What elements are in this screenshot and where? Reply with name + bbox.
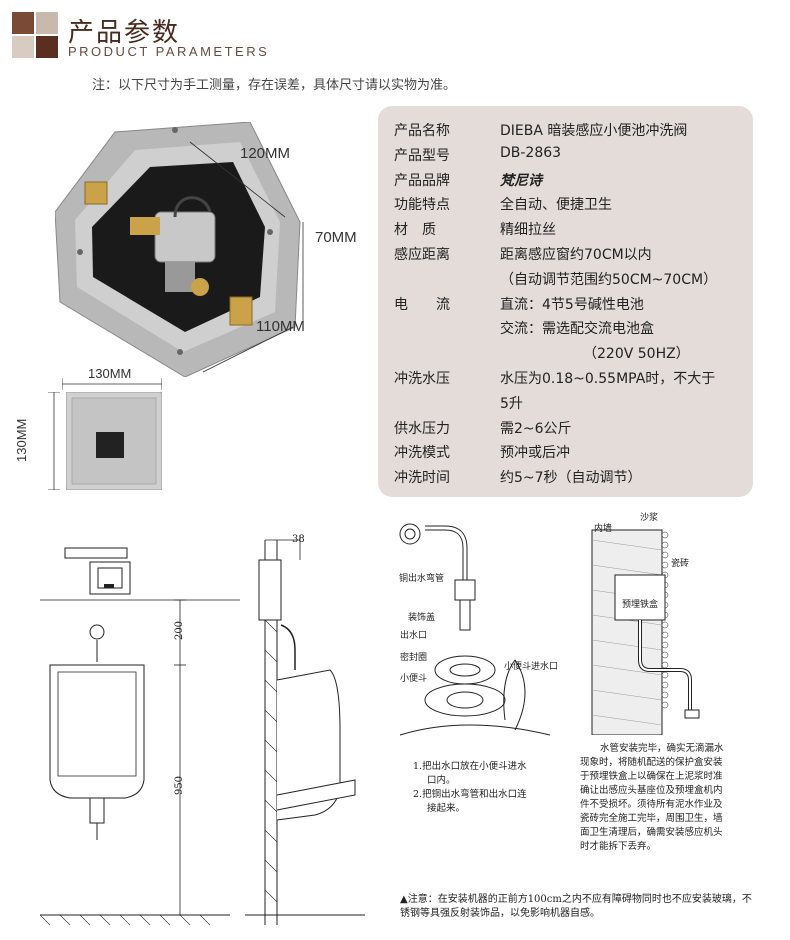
- para-line: 件不受损坏。须待所有泥水作业及: [580, 799, 723, 810]
- spec-label: 材 质: [394, 222, 436, 239]
- spec-value: 梵尼诗: [500, 172, 542, 189]
- spec-value: 直流：4节5号碱性电池: [500, 296, 644, 313]
- spec-value: 精细拉丝: [500, 222, 556, 239]
- logo-block: [36, 12, 58, 34]
- panel-height-line: [48, 392, 60, 490]
- spec-label: 感应距离: [394, 247, 450, 263]
- para-line: 时才能拆下丢弃。: [580, 841, 657, 852]
- spec-value: （220V 50HZ）: [583, 346, 690, 363]
- valve-box-photo: [55, 122, 304, 377]
- spec-label: 产品品牌: [394, 172, 450, 189]
- para-line: 水管安装完毕，确实无滴漏水: [600, 743, 724, 754]
- logo-block: [12, 12, 34, 34]
- spec-label: 冲洗时间: [394, 470, 450, 487]
- spec-value: DIEBA 暗装感应小便池冲洗阀: [500, 123, 688, 139]
- step-line: 接起来。: [427, 803, 466, 814]
- front-elevation-drawing: [40, 547, 240, 925]
- dim-width-top: 120MM: [240, 145, 291, 162]
- label-copper-elbow: 铜出水弯管: [399, 574, 445, 584]
- measurement-note: 注：以下尺寸为手工测量，存在误差，具体尺寸请以实物为准。: [92, 78, 457, 93]
- safety-note: ▲注意：在安装机器的正前方100cm之内不应有障碍物同时也不应安装玻璃，不锈钢等…: [400, 894, 752, 919]
- dim-200: 200: [174, 620, 186, 641]
- spec-value: 5升: [500, 395, 523, 412]
- spec-value: （自动调节范围约50CM~70CM）: [500, 271, 718, 288]
- spec-label: 供水压力: [394, 420, 450, 437]
- label-urinal-inlet: 小便斗进水口: [504, 662, 559, 672]
- spec-label: 冲洗模式: [394, 445, 450, 462]
- spec-value: 需2~6公斤: [500, 420, 572, 437]
- installation-paragraph: 水管安装完毕，确实无滴漏水 现象时，将随机配送的保护盒安装 于预埋铁盒上以确保在…: [580, 742, 755, 854]
- label-embedded-box: 预埋铁盒: [622, 600, 659, 610]
- spec-label: 冲洗水压: [394, 371, 450, 387]
- spec-value: DB-2863: [500, 144, 562, 161]
- spec-label: 产品名称: [394, 123, 450, 139]
- installation-detail-drawing: [399, 523, 551, 736]
- step-line: 1.把出水口放在小便斗进水: [413, 761, 527, 772]
- spec-value: 预冲或后冲: [500, 445, 570, 462]
- page-subtitle: PRODUCT PARAMETERS: [68, 44, 270, 59]
- spec-value: 水压为0.18~0.55MPA时，不大于: [500, 371, 716, 387]
- side-section-drawing: [245, 535, 365, 925]
- dim-panel-width: 130MM: [88, 366, 132, 381]
- spec-value: 距离感应窗约70CM以内: [500, 247, 652, 263]
- panel-width-line: [62, 378, 162, 390]
- dim-950: 950: [174, 775, 186, 796]
- para-line: 面卫生清理后，确需安装感应机头: [580, 827, 723, 838]
- label-inner-wall: 内墙: [594, 524, 613, 534]
- faceplate-photo: [66, 392, 162, 490]
- para-line: 现象时，将随机配送的保护盒安装: [580, 757, 723, 768]
- spec-value: 全自动、便捷卫生: [500, 197, 612, 214]
- spec-panel: 产品名称 DIEBA 暗装感应小便池冲洗阀产品型号 DB-2863 产品品牌 梵尼诗功能…: [378, 106, 753, 497]
- wall-embed-drawing: [591, 529, 700, 735]
- para-line: 于预埋铁盒上以确保在上泥浆时准: [580, 771, 723, 782]
- header-logo-blocks: [12, 12, 58, 58]
- label-seal-ring: 密封圈: [400, 653, 428, 663]
- logo-block: [12, 36, 34, 58]
- spec-value: 交流：需选配交流电池盒: [500, 321, 654, 338]
- logo-block: [36, 36, 58, 58]
- label-mortar: 沙浆: [640, 513, 659, 523]
- step-line: 2.把铜出水弯管和出水口连: [413, 789, 527, 800]
- step-line: 口内。: [427, 775, 456, 786]
- installation-steps: 1.把出水口放在小便斗进水 口内。 2.把铜出水弯管和出水口连 接起来。: [413, 760, 553, 816]
- dim-38: 38: [292, 534, 305, 545]
- spec-label: 功能特点: [394, 197, 450, 214]
- dim-height-side: 70MM: [315, 229, 357, 246]
- label-decorative-cover: 装饰盖: [408, 613, 436, 623]
- label-outlet: 出水口: [400, 631, 428, 641]
- spec-label: 电 流: [394, 296, 450, 313]
- label-urinal: 小便斗: [400, 674, 428, 684]
- para-line: 瓷砖完全施工完毕，周围卫生，墙: [580, 813, 723, 824]
- spec-value: 约5~7秒（自动调节）: [500, 470, 642, 487]
- dim-depth: 110MM: [256, 318, 305, 335]
- para-line: 确让出感应头基座位及预埋盒机内: [580, 785, 723, 796]
- page-title: 产品参数: [68, 18, 181, 48]
- spec-label: 产品型号: [394, 147, 450, 164]
- label-tile: 瓷砖: [671, 559, 690, 569]
- dim-panel-height-label: 130MM: [14, 418, 29, 462]
